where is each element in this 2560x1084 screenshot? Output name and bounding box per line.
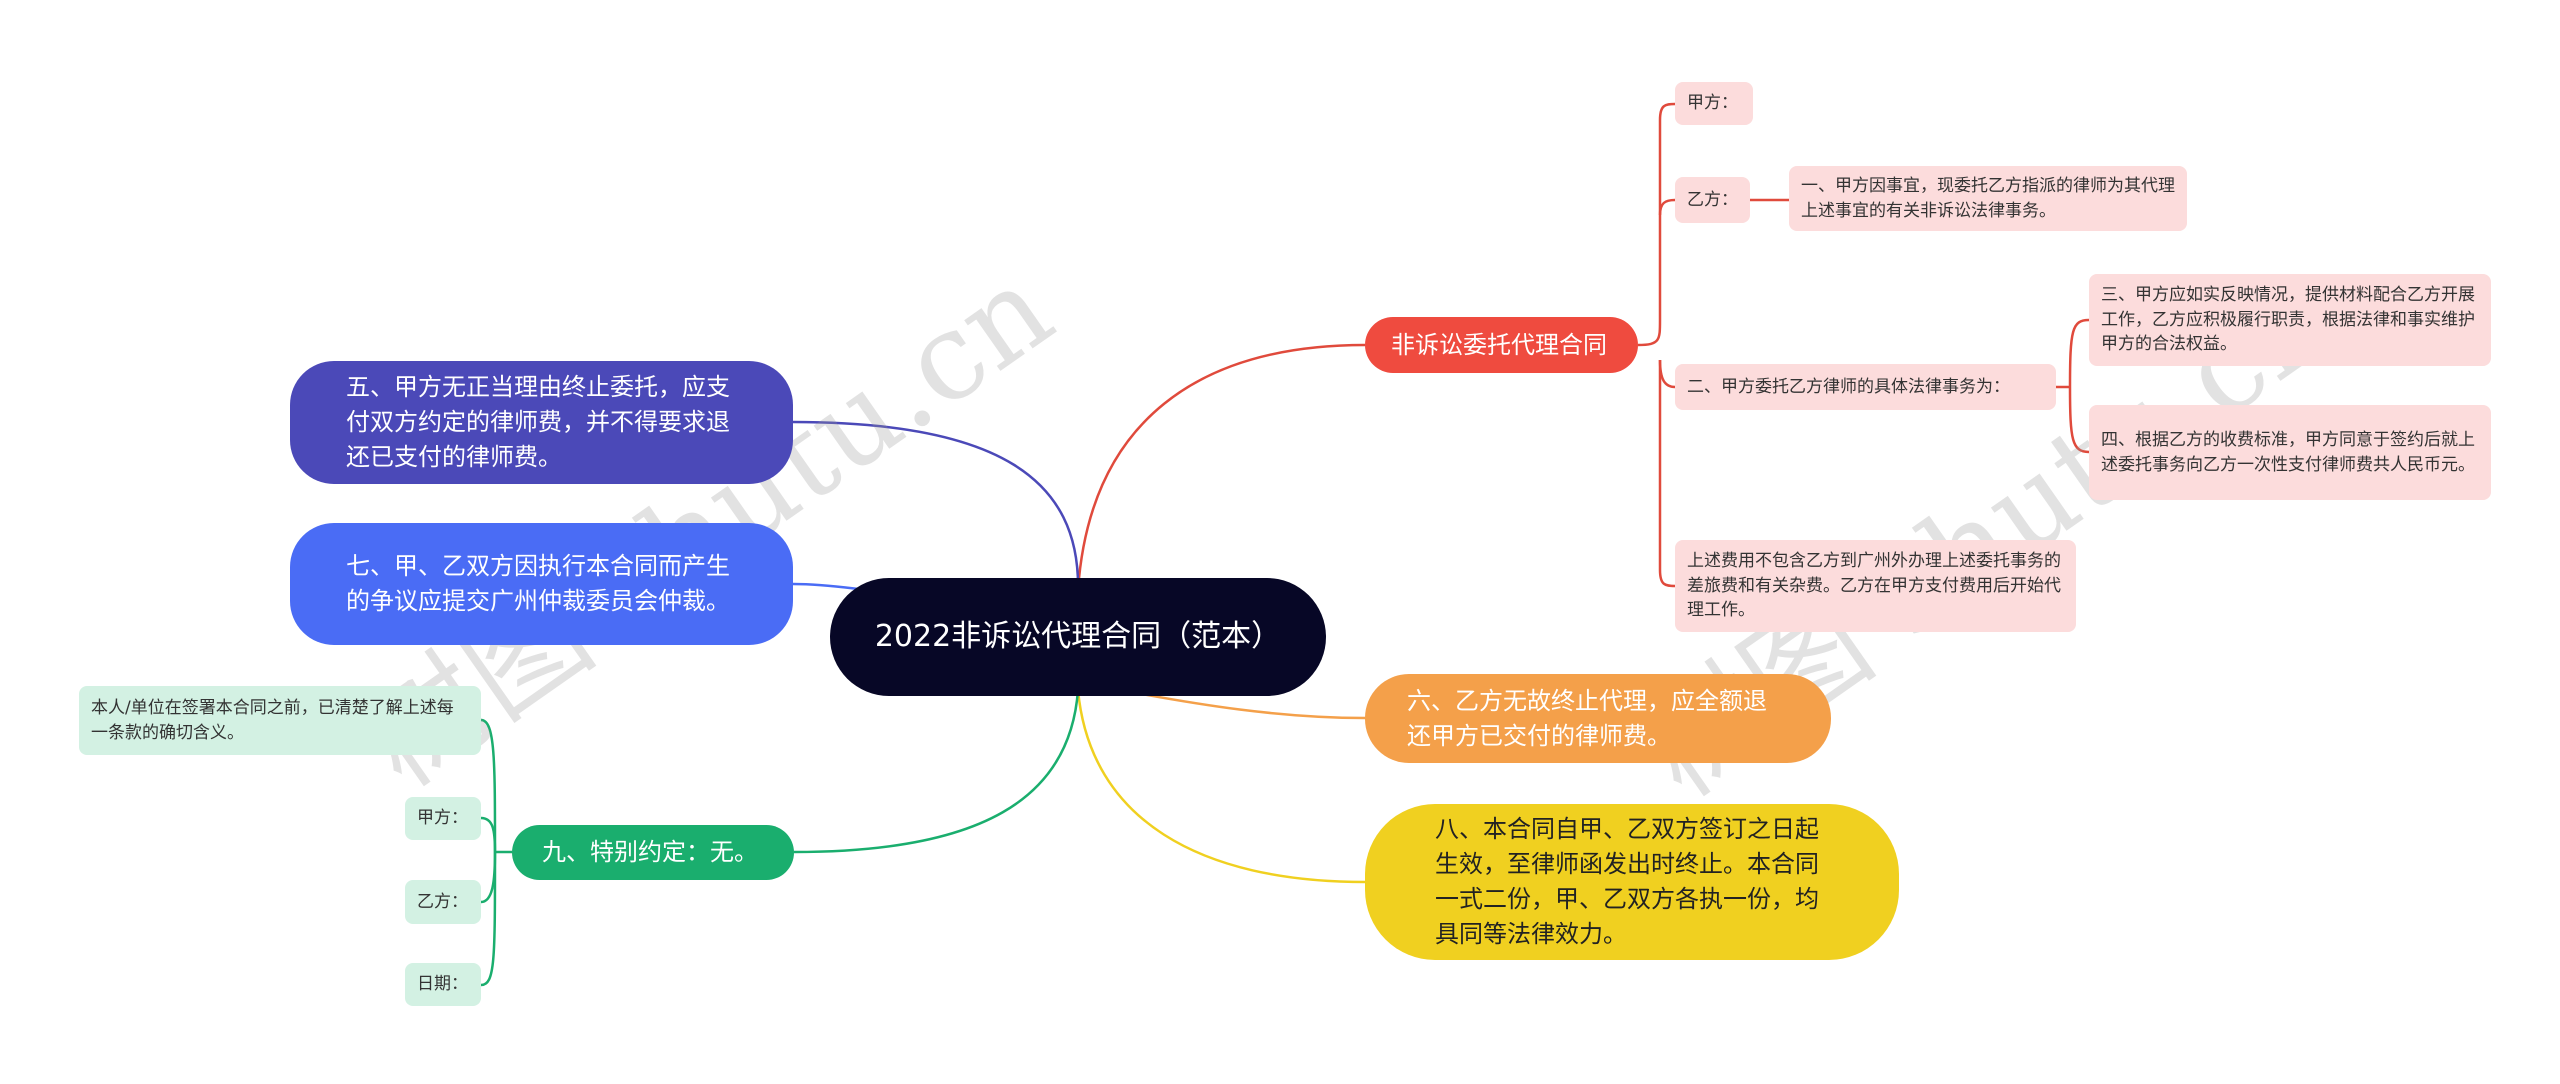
contract-party-b[interactable]: 乙方：	[1675, 177, 1750, 223]
node-label: 四、根据乙方的收费标准，甲方同意于签约后就上述委托事务向乙方一次性支付律师费共人…	[2101, 429, 2475, 475]
nine-statement[interactable]: 本人/单位在签署本合同之前，已清楚了解上述每一条款的确切含义。	[79, 686, 481, 755]
contract-links	[1637, 102, 2090, 588]
node-label: 上述费用不包含乙方到广州外办理上述委托事务的差旅费和有关杂费。乙方在甲方支付费用…	[1687, 551, 2061, 621]
nine-date[interactable]: 日期：	[405, 963, 481, 1006]
node-label: 乙方：	[417, 891, 468, 912]
node-label: 日期：	[417, 974, 468, 995]
topic-label: 五、甲方无正当理由终止委托，应支付双方约定的律师费，并不得要求退还已支付的律师费…	[346, 373, 730, 471]
topic-six[interactable]: 六、乙方无故终止代理，应全额退还甲方已交付的律师费。	[1365, 674, 1831, 763]
nine-party-a[interactable]: 甲方：	[405, 797, 481, 840]
node-label: 甲方：	[417, 808, 468, 829]
node-label: 三、甲方应如实反映情况，提供材料配合乙方开展工作，乙方应积极履行职责，根据法律和…	[2101, 285, 2475, 355]
topic-label: 八、本合同自甲、乙双方签订之日起生效，至律师函发出时终止。本合同一式二份，甲、乙…	[1435, 815, 1819, 948]
root-topic-label: 2022非诉讼代理合同（范本）	[874, 619, 1282, 655]
topic-label: 九、特别约定：无。	[542, 838, 758, 867]
node-label: 二、甲方委托乙方律师的具体法律事务为：	[1687, 376, 2010, 397]
topic-nine[interactable]: 九、特别约定：无。	[512, 825, 794, 880]
topic-label: 七、甲、乙双方因执行本合同而产生的争议应提交广州仲裁委员会仲裁。	[346, 552, 730, 615]
topic-contract[interactable]: 非诉讼委托代理合同	[1365, 317, 1638, 373]
nine-links	[480, 718, 512, 987]
contract-item-3[interactable]: 三、甲方应如实反映情况，提供材料配合乙方开展工作，乙方应积极履行职责，根据法律和…	[2089, 274, 2491, 366]
contract-item-1[interactable]: 一、甲方因事宜，现委托乙方指派的律师为其代理上述事宜的有关非诉讼法律事务。	[1789, 166, 2187, 231]
node-label: 本人/单位在签署本合同之前，已清楚了解上述每一条款的确切含义。	[91, 697, 454, 743]
contract-item-2[interactable]: 二、甲方委托乙方律师的具体法律事务为：	[1675, 364, 2056, 410]
contract-fees[interactable]: 上述费用不包含乙方到广州外办理上述委托事务的差旅费和有关杂费。乙方在甲方支付费用…	[1675, 540, 2076, 632]
root-topic[interactable]: 2022非诉讼代理合同（范本）	[830, 578, 1326, 696]
contract-item-4[interactable]: 四、根据乙方的收费标准，甲方同意于签约后就上述委托事务向乙方一次性支付律师费共人…	[2089, 405, 2491, 500]
contract-party-a[interactable]: 甲方：	[1675, 82, 1753, 125]
node-label: 乙方：	[1687, 189, 1738, 210]
link-eight	[1076, 689, 1366, 884]
link-contract	[1076, 343, 1366, 591]
nine-party-b[interactable]: 乙方：	[405, 880, 481, 924]
topic-label: 六、乙方无故终止代理，应全额退还甲方已交付的律师费。	[1407, 686, 1767, 750]
topic-seven[interactable]: 七、甲、乙双方因执行本合同而产生的争议应提交广州仲裁委员会仲裁。	[290, 523, 793, 645]
topic-label: 非诉讼委托代理合同	[1391, 330, 1607, 359]
link-five	[792, 420, 1080, 591]
topic-eight[interactable]: 八、本合同自甲、乙双方签订之日起生效，至律师函发出时终止。本合同一式二份，甲、乙…	[1365, 804, 1899, 960]
link-nine	[793, 689, 1080, 854]
topic-five[interactable]: 五、甲方无正当理由终止委托，应支付双方约定的律师费，并不得要求退还已支付的律师费…	[290, 361, 793, 484]
node-label: 甲方：	[1687, 93, 1738, 114]
node-label: 一、甲方因事宜，现委托乙方指派的律师为其代理上述事宜的有关非诉讼法律事务。	[1801, 175, 2175, 221]
